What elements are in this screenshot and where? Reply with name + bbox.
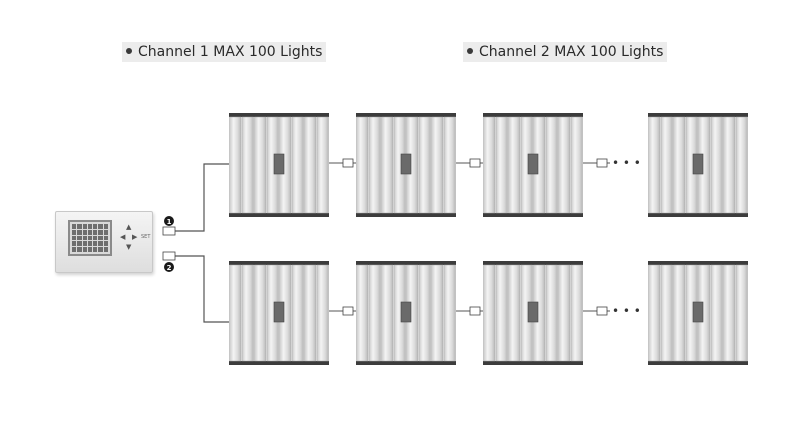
display-cell <box>82 241 87 247</box>
light-fixture <box>483 261 583 365</box>
display-cell <box>93 235 98 241</box>
display-cell <box>82 224 87 229</box>
connector <box>342 158 354 168</box>
display-cell <box>72 241 77 247</box>
display-cell <box>103 247 108 252</box>
display-cell <box>87 229 93 235</box>
display-cell <box>98 224 103 229</box>
display-cell <box>82 229 87 235</box>
display-cell <box>77 235 82 241</box>
display-cell <box>103 224 108 229</box>
fixtures <box>229 113 748 365</box>
display-cell <box>98 235 103 241</box>
light-fixture <box>229 113 329 217</box>
display-cell <box>93 247 98 252</box>
connector <box>469 158 481 168</box>
display-cell <box>77 241 82 247</box>
light-fixture <box>356 261 456 365</box>
set-key: SET <box>141 234 151 240</box>
display-cell <box>72 235 77 241</box>
arrow-up-icon: ▲ <box>126 223 132 231</box>
display-cell <box>93 241 98 247</box>
light-fixture <box>356 113 456 217</box>
display-cell <box>103 229 108 235</box>
channel-2-label: Channel 2 MAX 100 Lights <box>463 42 668 62</box>
light-fixture <box>483 113 583 217</box>
display-cell <box>77 229 82 235</box>
display-cell <box>77 224 82 229</box>
display-cell <box>72 229 77 235</box>
arrow-left-icon: ◀ <box>120 233 126 241</box>
controller-keypad: ▲ ◀ ▶ ▼ <box>120 224 142 254</box>
channel-1-label: Channel 1 MAX 100 Lights <box>122 42 327 62</box>
connector <box>596 158 608 168</box>
display-cell <box>98 247 103 252</box>
display-cell <box>72 247 77 252</box>
connector <box>342 306 354 316</box>
channel-number-icon <box>164 262 174 272</box>
light-fixture <box>648 113 748 217</box>
cables: • • • • • • <box>162 156 641 323</box>
light-fixture <box>648 261 748 365</box>
channel-markers: 12 <box>164 216 174 272</box>
display-cell <box>93 224 98 229</box>
ellipsis: • • • <box>612 304 641 318</box>
display-cell <box>77 247 82 252</box>
bullet-icon <box>467 48 473 54</box>
connector <box>596 306 608 316</box>
display-cell <box>87 241 93 247</box>
display-cell <box>103 235 108 241</box>
display-cell <box>82 247 87 252</box>
display-cell <box>93 229 98 235</box>
channel-number-icon <box>164 216 174 226</box>
ellipsis: • • • <box>612 156 641 170</box>
connector <box>469 306 481 316</box>
output-port-1 <box>162 226 176 236</box>
channel-number: 1 <box>167 218 172 226</box>
controller-unit: ▲ ◀ ▶ ▼ SET <box>55 211 153 273</box>
display-cell <box>87 235 93 241</box>
display-cell <box>98 241 103 247</box>
controller-display <box>68 220 112 256</box>
arrow-right-icon: ▶ <box>132 233 138 241</box>
light-fixture <box>229 261 329 365</box>
output-port-2 <box>162 251 176 261</box>
arrow-down-icon: ▼ <box>126 243 132 251</box>
channel-number: 2 <box>167 264 172 272</box>
display-cell <box>72 224 77 229</box>
display-cell <box>98 229 103 235</box>
display-cell <box>103 241 108 247</box>
display-cell <box>87 224 93 229</box>
bullet-icon <box>126 48 132 54</box>
display-cell <box>87 247 93 252</box>
display-cell <box>82 235 87 241</box>
